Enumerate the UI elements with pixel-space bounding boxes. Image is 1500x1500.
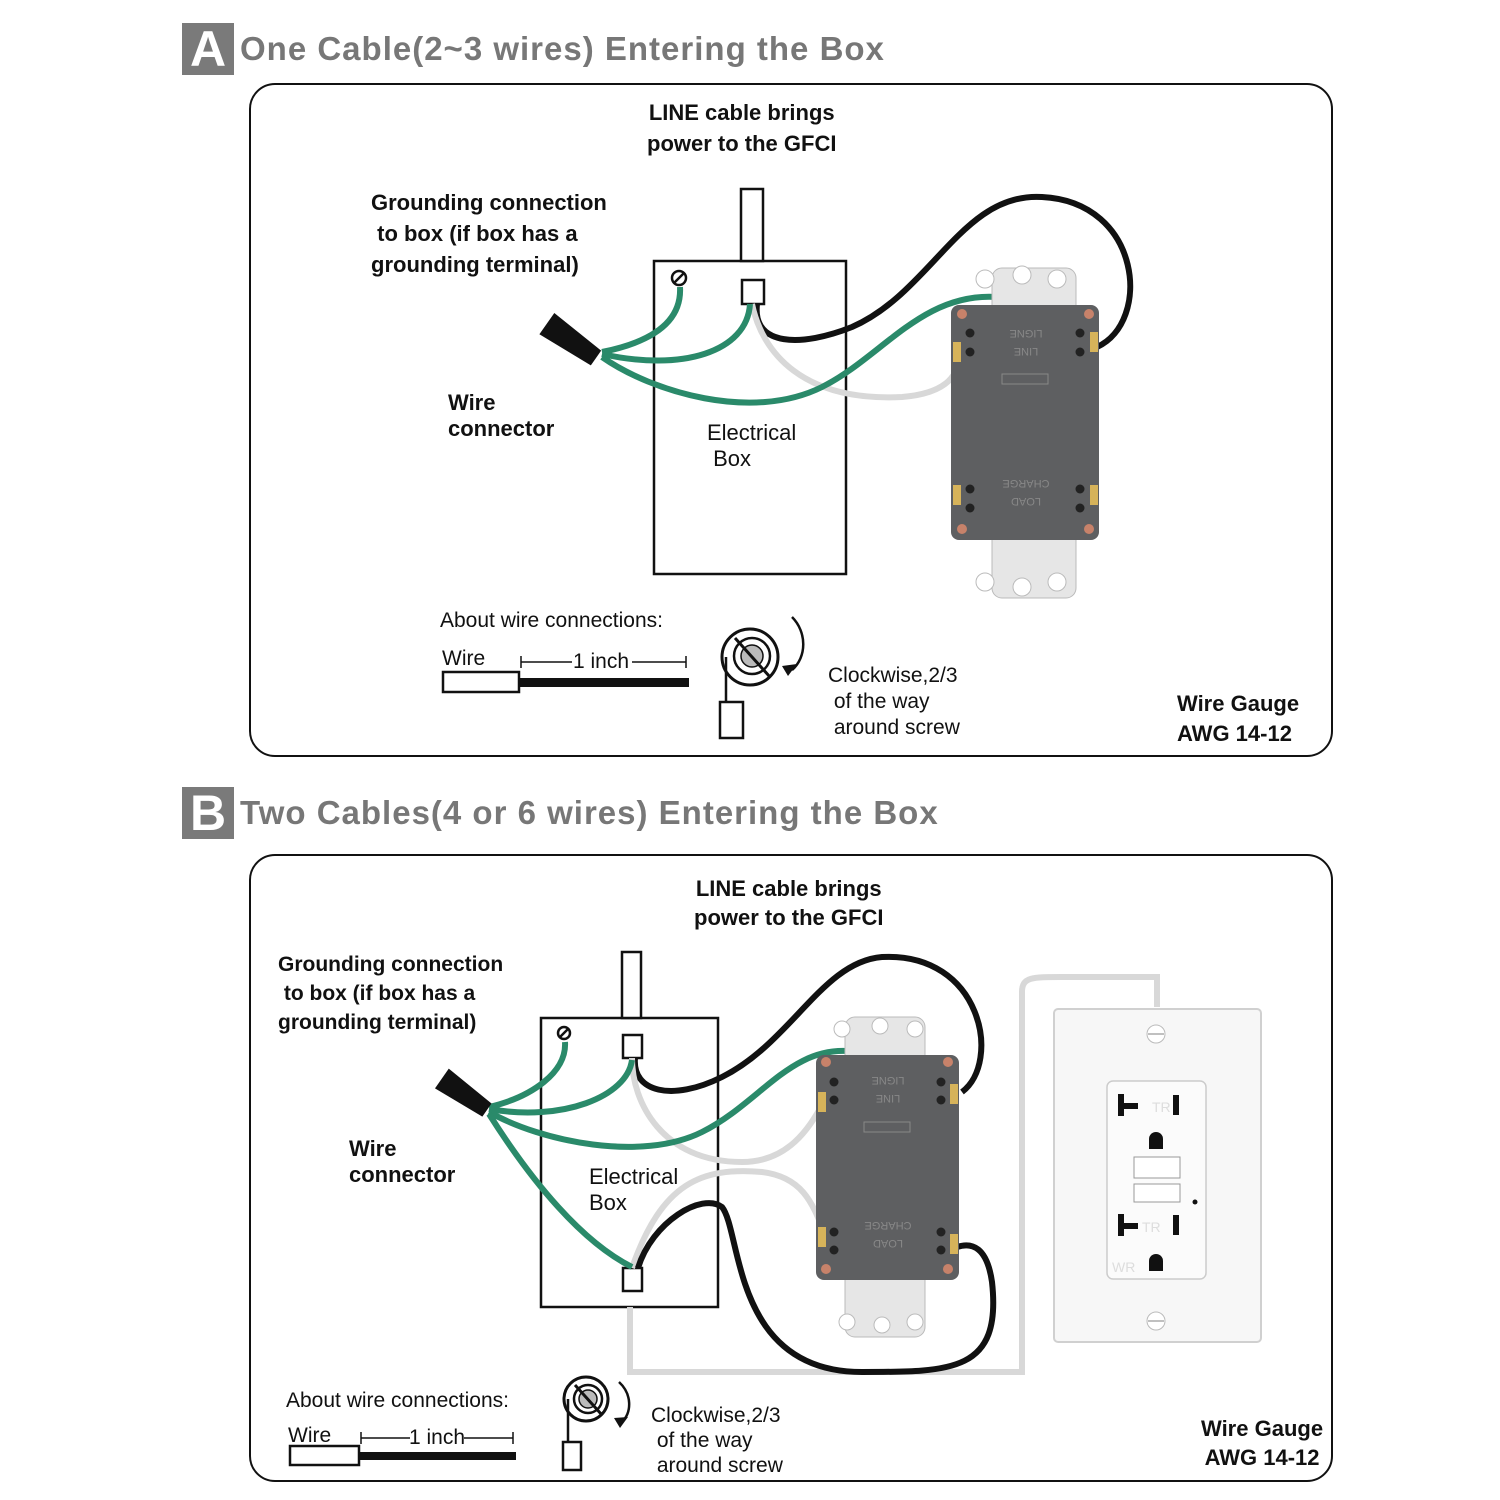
grounding-label: Grounding connection to box (if box has … xyxy=(278,953,504,1034)
gfci-body xyxy=(816,1055,959,1280)
ground-screw-icon xyxy=(556,1025,572,1041)
wire-connector-label: Wire connector xyxy=(349,1136,456,1187)
wire-connector-icon xyxy=(434,1068,492,1117)
about-wire-connections-label: About wire connections: xyxy=(440,609,663,632)
stripped-wire xyxy=(359,1452,516,1460)
hot-wire-load xyxy=(635,1200,997,1376)
wire-gauge-label: Wire Gauge AWG 14-12 xyxy=(1201,1416,1324,1470)
gfci-line-label: LINE xyxy=(876,1092,900,1104)
tr-mark-top: TR xyxy=(1152,1099,1171,1115)
gfci-body xyxy=(951,305,1099,540)
one-inch-label: 1 inch xyxy=(573,650,630,673)
section-b-title: Two Cables(4 or 6 wires) Entering the Bo… xyxy=(240,794,939,831)
ground-screw-icon xyxy=(670,269,688,287)
wire-label: Wire xyxy=(442,647,486,670)
test-button[interactable] xyxy=(1133,1183,1181,1203)
screw-wrap-icon xyxy=(561,1375,610,1472)
electrical-box-label: Electrical Box xyxy=(707,420,797,471)
section-b-panel: LIGNE LINE CHARGE LOAD xyxy=(249,854,1333,1482)
wire-gauge-label: Wire Gauge AWG 14-12 xyxy=(1177,691,1300,746)
gfci-load-label: LOAD xyxy=(1011,495,1041,507)
hot-wire-line xyxy=(631,953,985,1095)
ground-wire-box xyxy=(601,286,684,355)
gfci-line-label: LINE xyxy=(1014,345,1038,357)
clockwise-arrow-icon xyxy=(618,1381,631,1423)
neutral-wire-load xyxy=(629,1168,827,1269)
gfci-outlet-wallplate: TR TR WR xyxy=(1053,1008,1262,1343)
clockwise-arrow-icon xyxy=(791,616,805,671)
plate-screw-top-icon xyxy=(1146,1024,1166,1044)
neutral-wire-line xyxy=(629,1057,827,1166)
gfci-ligne-label: LIGNE xyxy=(1009,327,1042,339)
ground-wire-cable xyxy=(601,303,753,364)
status-led-icon xyxy=(1192,1199,1198,1205)
gfci-charge-label: CHARGE xyxy=(864,1219,911,1231)
wire-label: Wire xyxy=(288,1424,332,1447)
gfci-ligne-label: LIGNE xyxy=(871,1074,904,1086)
stripped-wire xyxy=(519,678,689,687)
line-cable-label: LINE cable brings power to the GFCI xyxy=(647,100,837,156)
section-a-diagram: LIGNE LINE CHARGE LOAD xyxy=(441,187,1134,740)
section-a-panel: LIGNE LINE CHARGE LOAD LINE cable brings… xyxy=(249,83,1333,757)
section-a-badge: A xyxy=(182,23,234,75)
line-cable-sheath xyxy=(739,187,765,263)
section-a-header: A One Cable(2~3 wires) Entering the Box xyxy=(182,23,885,75)
gfci-charge-label: CHARGE xyxy=(1002,477,1049,489)
about-wire-connections-label: About wire connections: xyxy=(286,1389,509,1412)
line-cable-sheath xyxy=(620,950,643,1020)
cable-clamp xyxy=(740,278,766,306)
section-b-diagram: LIGNE LINE CHARGE LOAD xyxy=(288,950,1262,1472)
wr-mark: WR xyxy=(1112,1259,1135,1275)
ground-wire-gfci xyxy=(600,293,998,406)
grounding-label: Grounding connection to box (if box has … xyxy=(371,190,607,277)
section-a-title: One Cable(2~3 wires) Entering the Box xyxy=(240,30,885,67)
ground-wire-box xyxy=(488,1041,569,1110)
wire-connector-icon xyxy=(539,312,602,366)
reset-button[interactable] xyxy=(1133,1156,1181,1179)
load-cable-clamp xyxy=(621,1266,644,1293)
plate-screw-bottom-icon xyxy=(1146,1311,1166,1331)
line-cable-label: LINE cable brings power to the GFCI xyxy=(694,876,884,930)
one-inch-label: 1 inch xyxy=(409,1426,466,1449)
wire-insulation xyxy=(441,670,521,694)
ground-wire-gfci xyxy=(487,1047,858,1150)
neutral-wire-line xyxy=(749,303,965,401)
section-b-header: B Two Cables(4 or 6 wires) Entering the … xyxy=(182,787,939,839)
load-cable-to-outlet xyxy=(627,974,1160,1375)
ground-wire-line-cable xyxy=(488,1059,635,1116)
section-b-badge: B xyxy=(182,787,234,839)
screw-wrap-icon xyxy=(718,627,780,740)
gfci-load-label: LOAD xyxy=(873,1237,903,1249)
gfci-receptacle: LIGNE LINE CHARGE LOAD xyxy=(816,1016,959,1338)
clockwise-label: Clockwise,2/3 of the way around screw xyxy=(651,1404,783,1477)
electrical-box-label: Electrical Box xyxy=(589,1164,679,1215)
line-cable-clamp xyxy=(621,1033,644,1060)
gfci-receptacle: LIGNE LINE CHARGE LOAD xyxy=(951,265,1099,599)
ground-wire-load-cable xyxy=(486,1112,634,1270)
clockwise-label: Clockwise,2/3 of the way around screw xyxy=(828,664,960,739)
receptacle-face xyxy=(1106,1080,1207,1280)
tr-mark-bottom: TR xyxy=(1142,1219,1161,1235)
wire-connector-label: Wire connector xyxy=(448,390,555,441)
hot-wire-line xyxy=(753,193,1134,350)
